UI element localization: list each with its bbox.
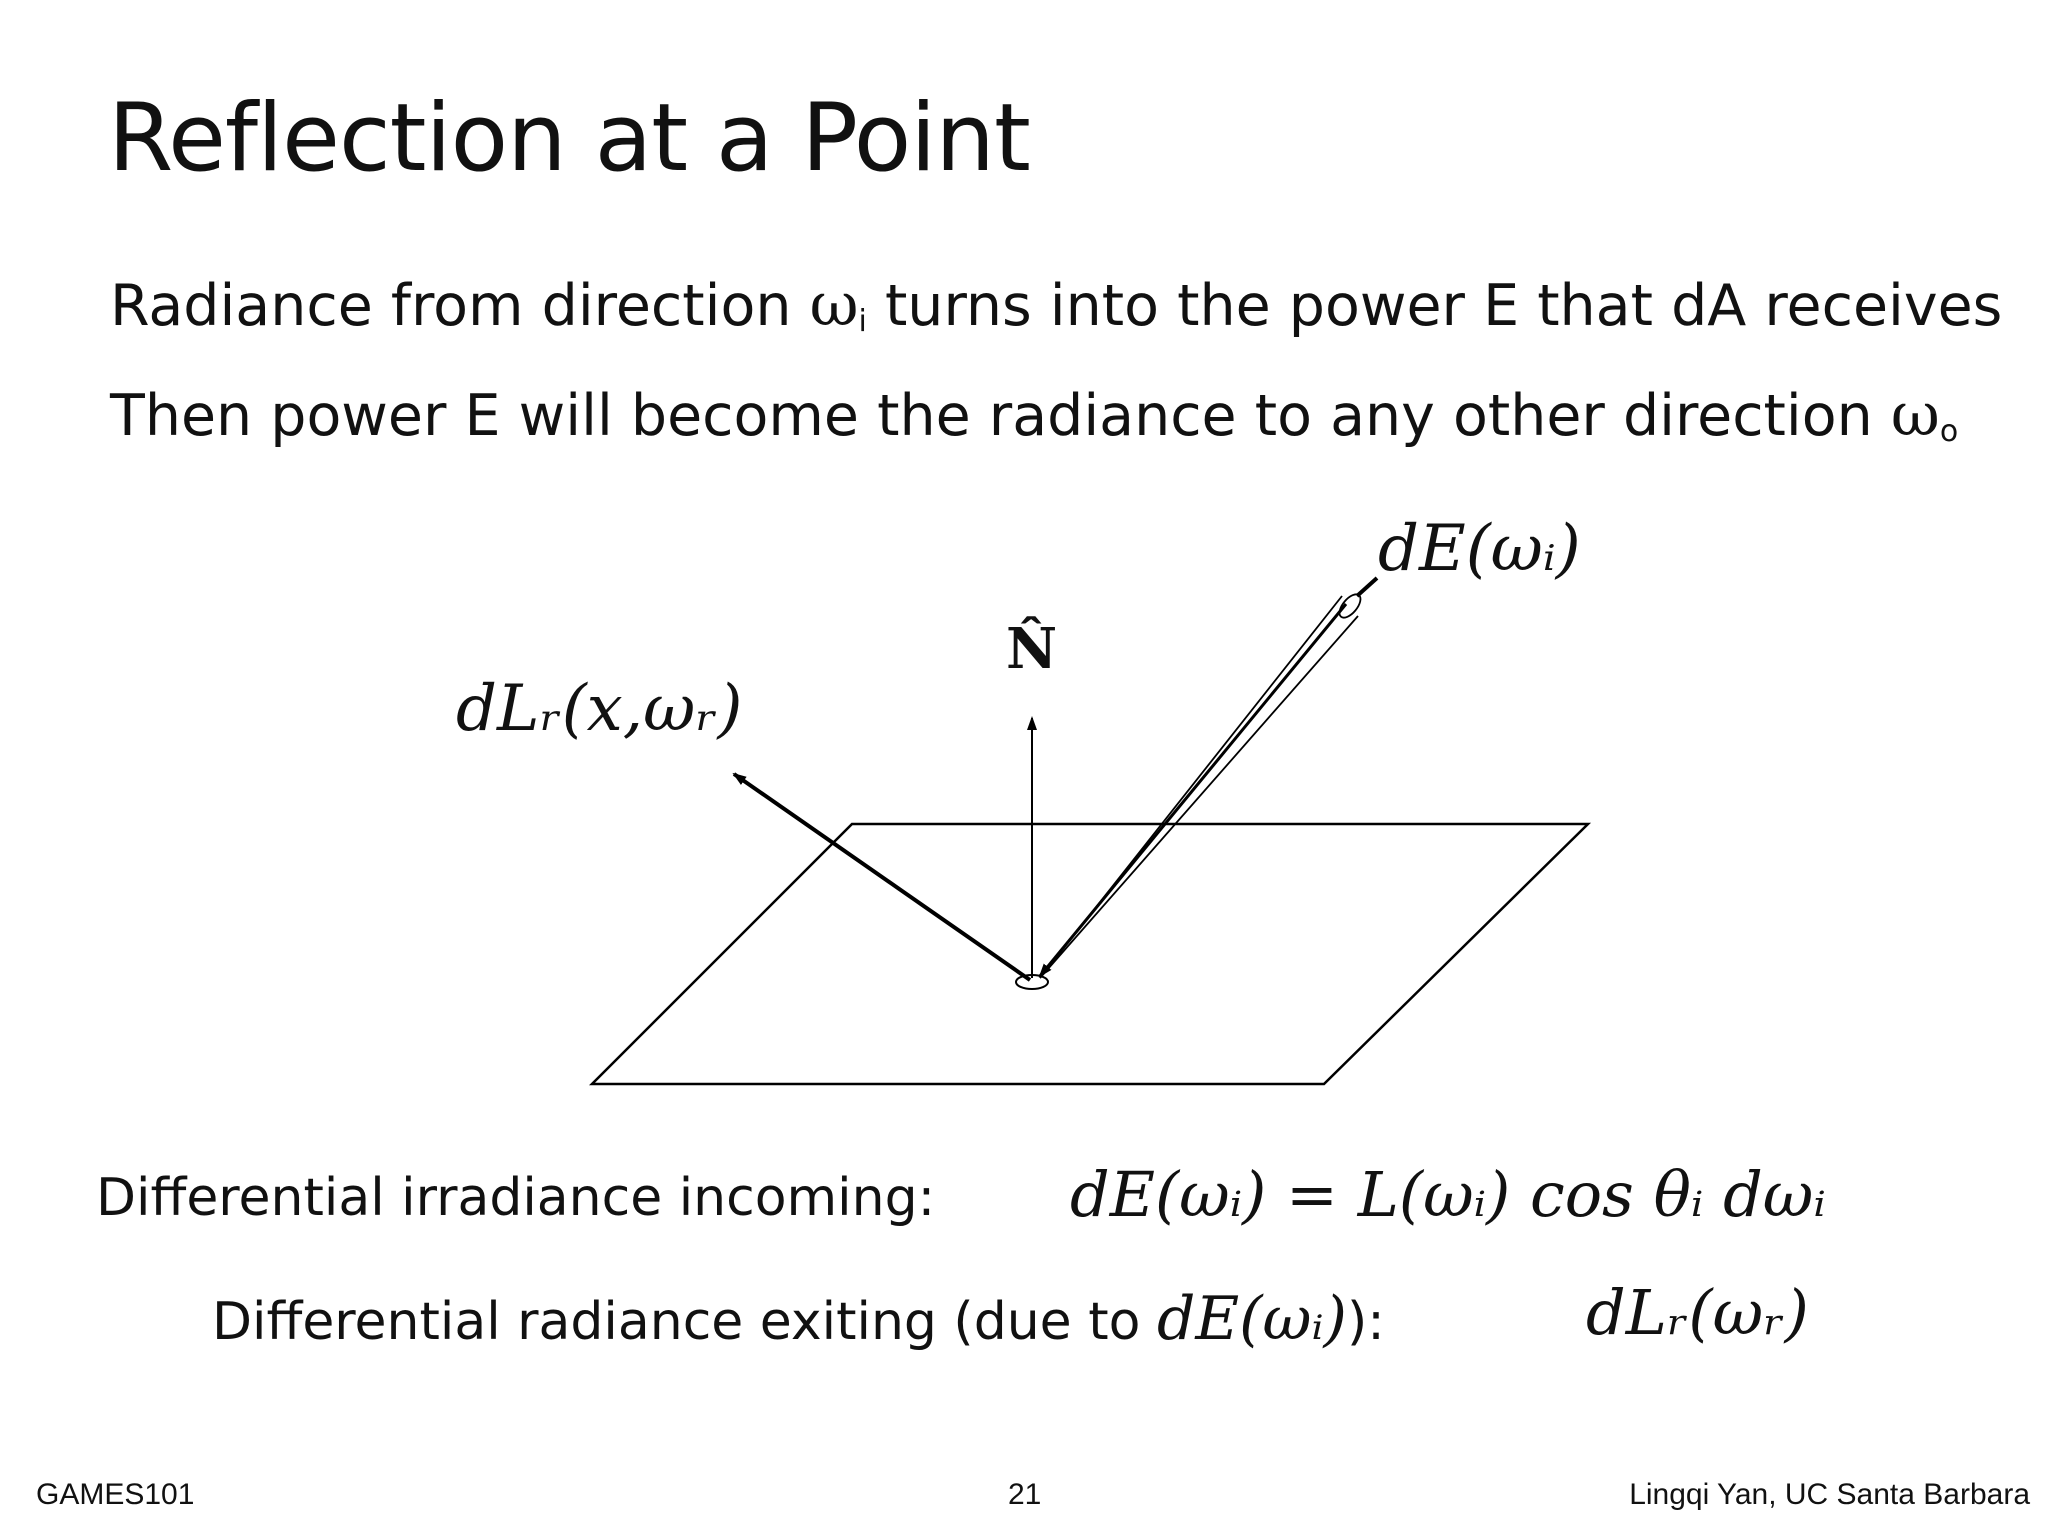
footer-page-number: 21: [1008, 1478, 1042, 1511]
radiance-label-post: ):: [1346, 1292, 1385, 1352]
normal-label: N̂: [1006, 616, 1058, 682]
irradiance-label: Differential irradiance incoming:: [96, 1168, 936, 1228]
bullet-line-1: Radiance from direction ωi turns into th…: [110, 270, 2002, 340]
bullet-2-symbol: ω: [1890, 380, 1940, 450]
bullet-1-post: turns into the power E that dA receives: [866, 273, 2003, 339]
outgoing-arrow: [732, 772, 1032, 982]
bullet-2-sub: o: [1939, 414, 1959, 449]
footer-author: Lingqi Yan, UC Santa Barbara: [1629, 1478, 2030, 1511]
irradiance-formula: dE(ωᵢ) = L(ωᵢ) cos θᵢ dωᵢ: [1070, 1158, 1826, 1231]
outgoing-label: dLᵣ(x,ωᵣ): [456, 672, 743, 746]
radiance-inline-formula: dE(ωᵢ): [1156, 1284, 1347, 1354]
bullet-1-pre: Radiance from direction: [110, 273, 810, 339]
radiance-label-pre: Differential radiance exiting (due to: [212, 1292, 1157, 1352]
bullet-1-sub: i: [858, 304, 867, 339]
bullet-2-pre: Then power E will become the radiance to…: [110, 383, 1891, 449]
incoming-cone-edge-2: [1039, 615, 1359, 979]
bullet-line-2: Then power E will become the radiance to…: [110, 380, 1958, 450]
incoming-arrow: [1038, 603, 1348, 978]
radiance-label: Differential radiance exiting (due to dE…: [212, 1284, 1385, 1354]
footer-course: GAMES101: [36, 1478, 195, 1511]
incoming-tail: [1355, 576, 1379, 598]
bullet-1-symbol: ω: [809, 270, 859, 340]
incoming-label: dE(ωᵢ): [1378, 512, 1581, 586]
surface-plane: [588, 822, 1592, 1086]
radiance-formula: dLᵣ(ωᵣ): [1586, 1276, 1809, 1349]
slide-title: Reflection at a Point: [108, 84, 1031, 193]
